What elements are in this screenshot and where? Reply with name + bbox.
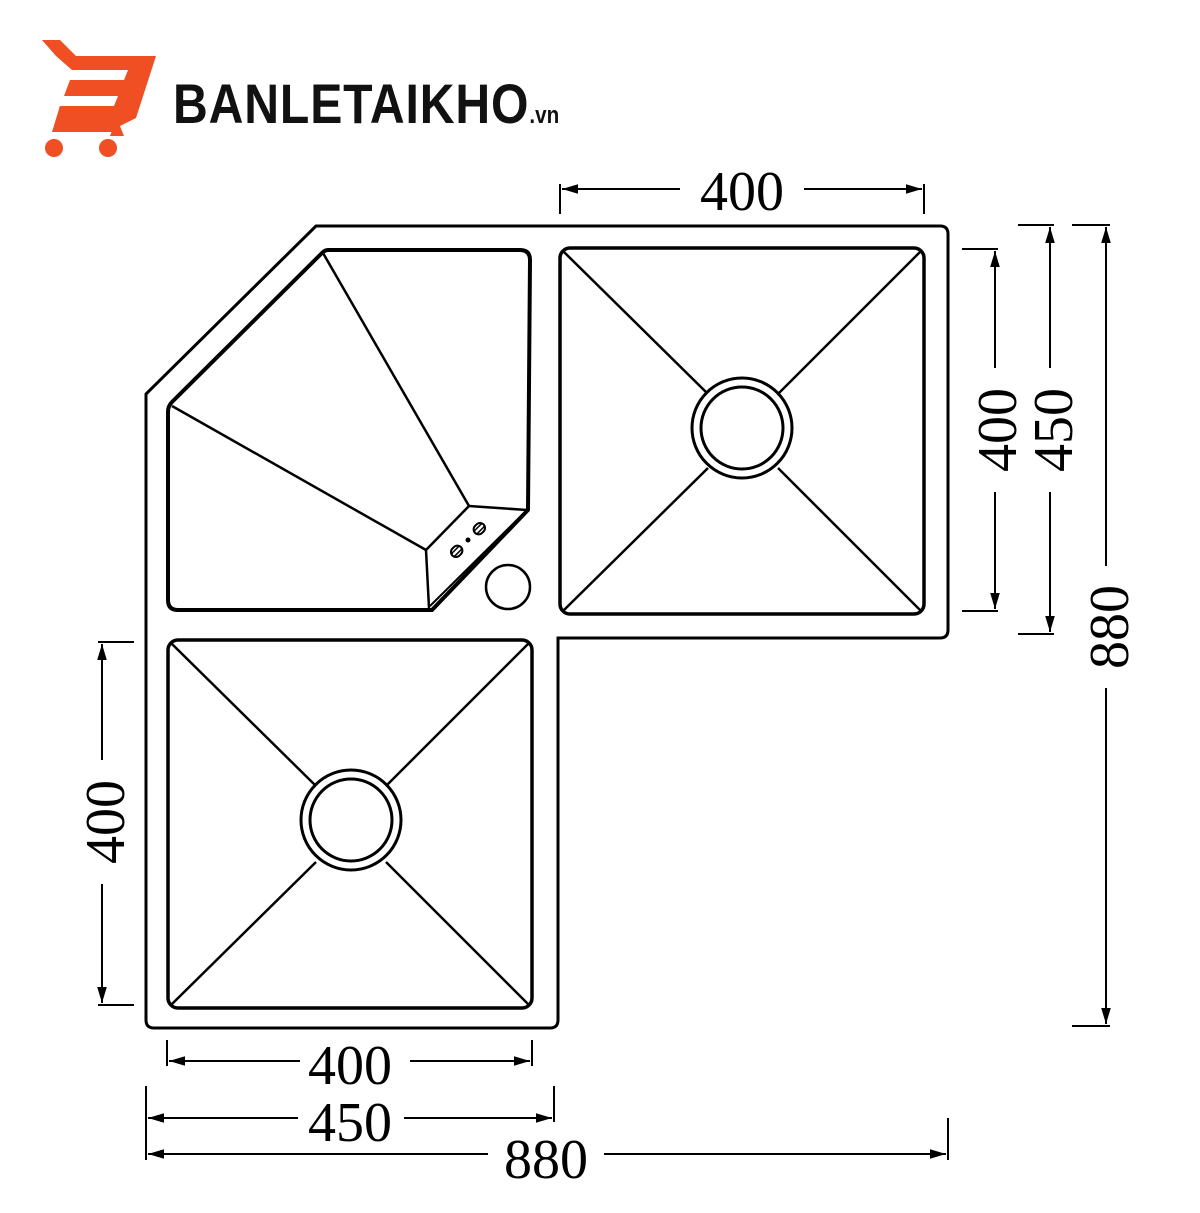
sink-outline [144,224,950,1030]
svg-text:880: 880 [1079,585,1141,669]
dimension-left-400: 400 [75,641,137,1006]
bottom-basin [166,638,534,1010]
drain-icon [299,768,403,872]
dimension-top-400: 400 [559,161,925,223]
svg-text:450: 450 [308,1092,392,1154]
brand-tld: .vn [529,102,560,129]
svg-text:400: 400 [967,388,1029,472]
dimension-bottom-880: 880 [145,1118,949,1191]
brand-name-text: BANLETAIKHO [173,72,530,135]
svg-text:400: 400 [75,780,137,864]
drain-icon [690,376,794,480]
faucet-hole-icon [484,563,532,611]
dimension-right-880: 880 [1072,224,1141,1027]
brand-name: BANLETAIKHO.vn [173,76,559,132]
brand-logo: BANLETAIKHO.vn [38,36,618,166]
corner-basin [166,248,533,612]
svg-text:880: 880 [504,1129,588,1191]
svg-text:450: 450 [1023,388,1085,472]
strainer-slot-icon [449,521,487,559]
dimension-bottom-450: 450 [145,1086,555,1154]
dimension-right-400: 400 [962,248,1029,612]
shopping-cart-icon [42,40,156,157]
right-basin [558,246,926,616]
dimension-bottom-400: 400 [166,1035,533,1097]
svg-text:400: 400 [308,1035,392,1097]
svg-text:400: 400 [700,161,784,223]
dimension-right-450: 450 [1018,224,1085,635]
